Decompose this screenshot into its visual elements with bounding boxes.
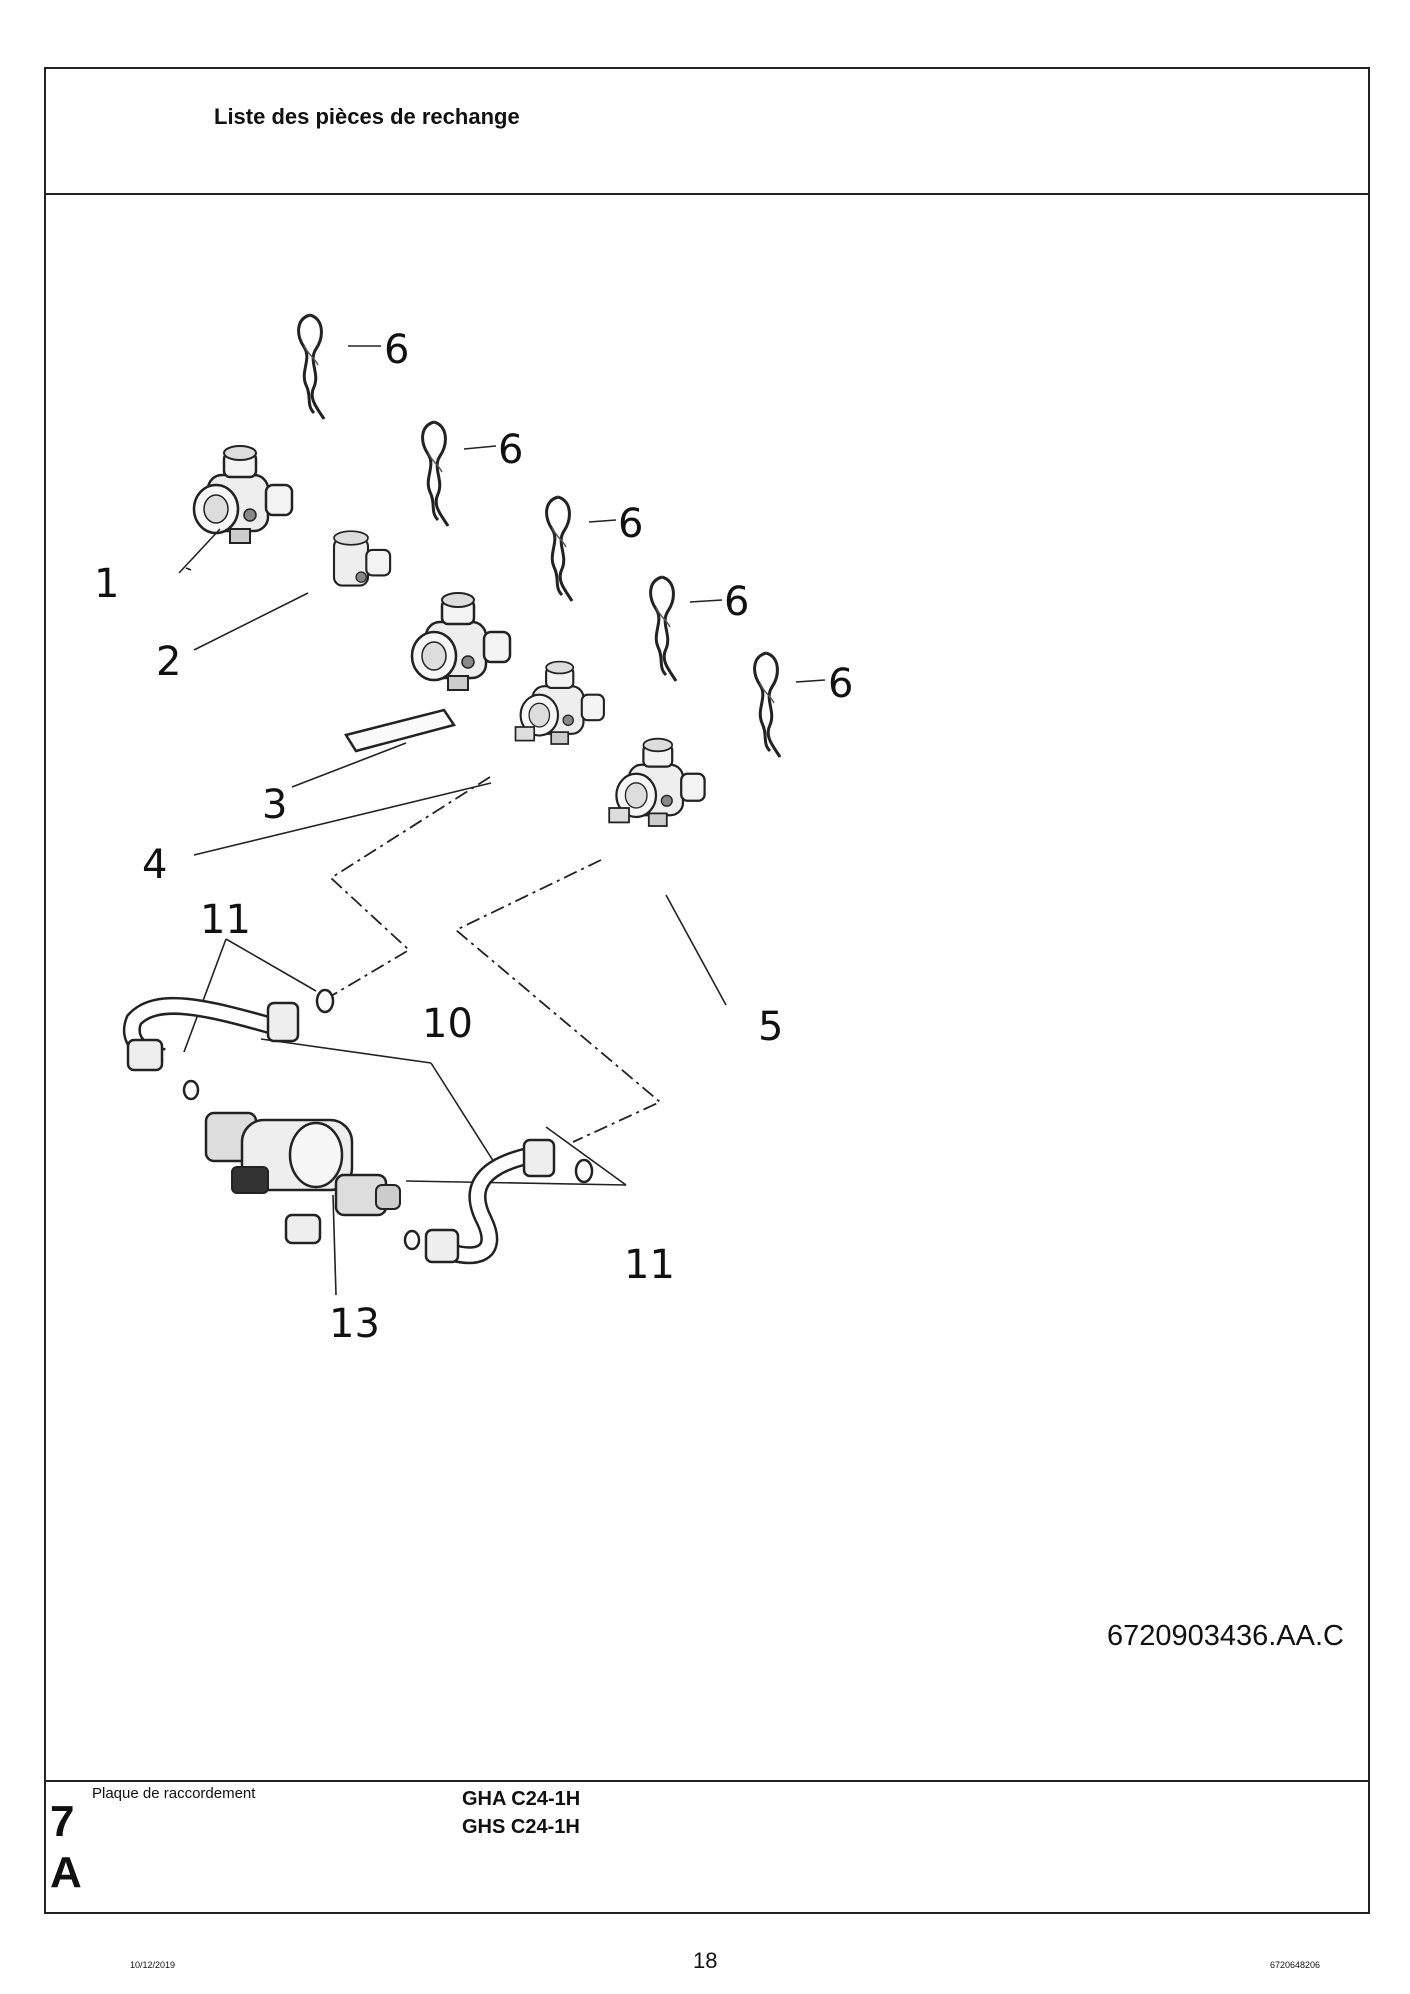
section-letter: A: [50, 1848, 82, 1897]
leader-lines: [178, 345, 826, 1296]
footer-date: 10/12/2019: [130, 1960, 176, 1970]
seal-rings: [182, 988, 594, 1251]
clip-part: [545, 495, 574, 603]
pipe-part-10: [122, 996, 556, 1265]
clip-part: [297, 313, 326, 421]
drawing-reference: 6720903436.AA.C: [1106, 1620, 1344, 1652]
section-number: 7: [50, 1797, 75, 1846]
header-divider: [44, 193, 1370, 195]
document-code: 6720648206: [1269, 1960, 1320, 1970]
page-number: 18: [693, 1948, 718, 1973]
connection-lines: [325, 776, 662, 1143]
callout-numbers: 6 6 6 6 6 1 2 3 4 5 11 10 11 13: [94, 327, 853, 1347]
valve-part-5: [608, 737, 706, 828]
callout-11b: 11: [624, 1242, 675, 1288]
callout-5: 5: [758, 1004, 783, 1050]
callout-11a: 11: [200, 897, 251, 943]
valve-part-1: [192, 444, 294, 545]
clip-part: [649, 575, 678, 683]
page-frame: [44, 67, 1370, 1914]
pressure-reducer-part-13: [204, 1111, 401, 1245]
section-subtitle: Plaque de raccordement: [92, 1785, 256, 1802]
page-title: Liste des pièces de rechange: [214, 104, 520, 129]
exploded-parts-drawing: 6 6 6 6 6 1 2 3 4 5 11 10 11 13: [94, 313, 853, 1347]
callout-4: 4: [142, 842, 167, 888]
callout-13: 13: [329, 1301, 380, 1347]
callout-3: 3: [262, 782, 287, 828]
callout-6e: 6: [828, 661, 853, 707]
model-gha: GHA C24-1H: [462, 1788, 581, 1810]
callout-6a: 6: [384, 327, 409, 373]
clip-part: [421, 420, 450, 528]
callout-6c: 6: [618, 501, 643, 547]
valve-part-3: [344, 591, 512, 753]
valve-part-2: [332, 530, 392, 587]
model-ghs: GHS C24-1H: [462, 1816, 580, 1838]
callout-10: 10: [422, 1001, 473, 1047]
valve-part-4: [514, 660, 605, 746]
callout-1: 1: [94, 561, 119, 607]
callout-6b: 6: [498, 427, 523, 473]
footer-divider: [44, 1780, 1370, 1782]
clip-part: [753, 651, 782, 759]
callout-2: 2: [156, 639, 181, 685]
callout-6d: 6: [724, 579, 749, 625]
